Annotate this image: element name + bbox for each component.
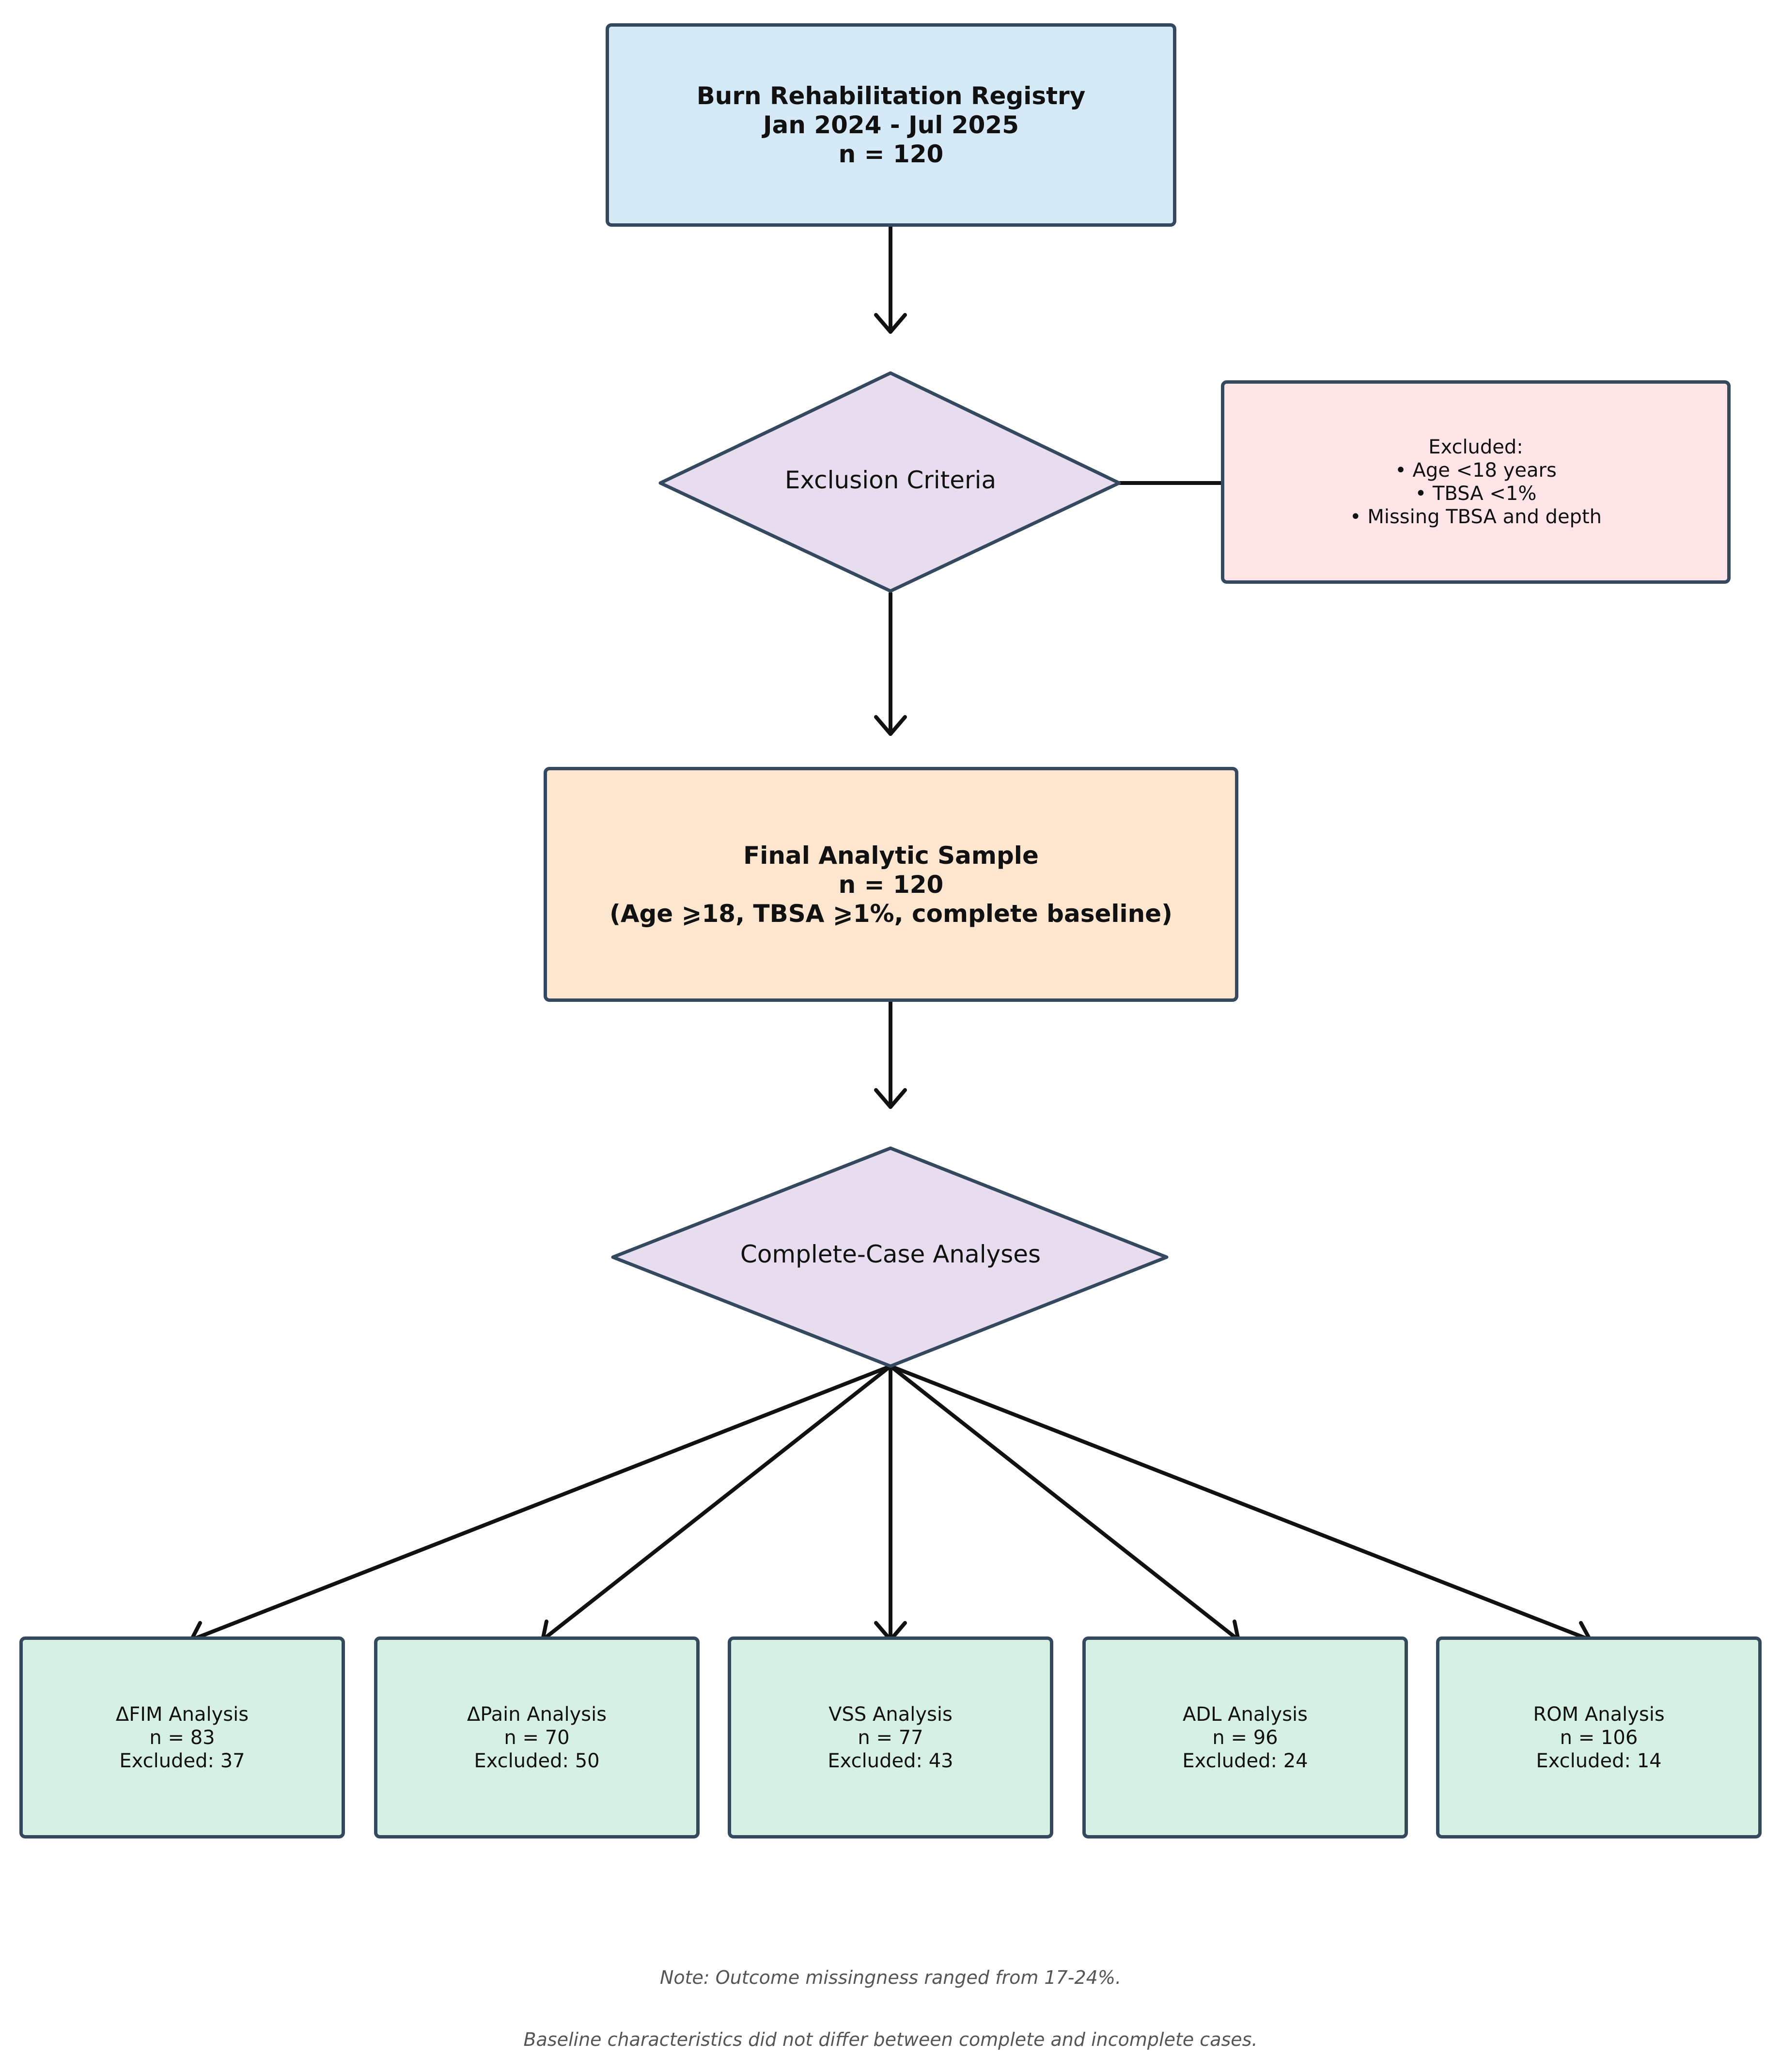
note-baseline: Baseline characteristics did not differ …: [523, 2029, 1258, 2050]
rom-analysis-box: ROM Analysis n = 106 Excluded: 14: [1436, 1636, 1762, 1838]
fim-analysis-name: ΔFIM Analysis: [115, 1703, 249, 1726]
arrowhead-registry-to-exclusion: [874, 313, 907, 334]
excluded-box: Excluded: • Age <18 years • TBSA <1% • M…: [1221, 380, 1731, 584]
pain-analysis-name: ΔPain Analysis: [467, 1703, 607, 1726]
rom-analysis-excluded: Excluded: 14: [1536, 1749, 1662, 1772]
registry-period: Jan 2024 - Jul 2025: [763, 111, 1019, 139]
arrowhead-final-to-complete-case: [874, 1088, 907, 1109]
registry-title: Burn Rehabilitation Registry: [696, 82, 1086, 110]
fim-analysis-n: n = 83: [149, 1726, 215, 1749]
fim-analysis-box: ΔFIM Analysis n = 83 Excluded: 37: [19, 1636, 345, 1838]
adl-analysis-name: ADL Analysis: [1183, 1703, 1308, 1726]
vss-analysis-n: n = 77: [858, 1726, 923, 1749]
adl-analysis-n: n = 96: [1212, 1726, 1278, 1749]
exclusion-criteria-diamond: [658, 371, 1121, 593]
pain-analysis-box: ΔPain Analysis n = 70 Excluded: 50: [374, 1636, 700, 1838]
arrow-to-fim-analysis: [189, 1364, 892, 1642]
complete-case-diamond: [611, 1146, 1169, 1368]
excluded-item-age: • Age <18 years: [1395, 459, 1557, 482]
complete-case-label: Complete-Case Analyses: [740, 1240, 1041, 1268]
adl-analysis-box: ADL Analysis n = 96 Excluded: 24: [1082, 1636, 1408, 1838]
rom-analysis-name: ROM Analysis: [1533, 1703, 1665, 1726]
adl-analysis-excluded: Excluded: 24: [1182, 1749, 1308, 1772]
excluded-header: Excluded:: [1428, 436, 1523, 458]
arrow-to-rom-analysis: [889, 1364, 1592, 1642]
pain-analysis-n: n = 70: [504, 1726, 570, 1749]
rom-analysis-n: n = 106: [1560, 1726, 1638, 1749]
arrowhead-exclusion-to-final: [874, 715, 907, 736]
arrow-to-adl-analysis: [889, 1364, 1240, 1642]
exclusion-criteria-label: Exclusion Criteria: [784, 466, 997, 494]
excluded-item-tbsa: • TBSA <1%: [1415, 483, 1537, 505]
final-sample-n: n = 120: [838, 870, 944, 899]
final-sample-title: Final Analytic Sample: [743, 841, 1039, 870]
registry-n: n = 120: [838, 140, 944, 168]
vss-analysis-excluded: Excluded: 43: [828, 1749, 953, 1772]
note-missingness: Note: Outcome missingness ranged from 17…: [659, 1967, 1122, 1988]
final-sample-box: Final Analytic Sample n = 120 (Age ⩾18, …: [544, 767, 1238, 1002]
arrow-to-pain-analysis: [541, 1364, 892, 1642]
vss-analysis-box: VSS Analysis n = 77 Excluded: 43: [728, 1636, 1053, 1838]
vss-analysis-name: VSS Analysis: [828, 1703, 953, 1726]
pain-analysis-excluded: Excluded: 50: [474, 1749, 600, 1772]
registry-box: Burn Rehabilitation Registry Jan 2024 - …: [606, 23, 1176, 227]
excluded-item-missing: • Missing TBSA and depth: [1350, 506, 1602, 528]
fim-analysis-excluded: Excluded: 37: [119, 1749, 245, 1772]
final-sample-criteria: (Age ⩾18, TBSA ⩾1%, complete baseline): [609, 899, 1173, 928]
